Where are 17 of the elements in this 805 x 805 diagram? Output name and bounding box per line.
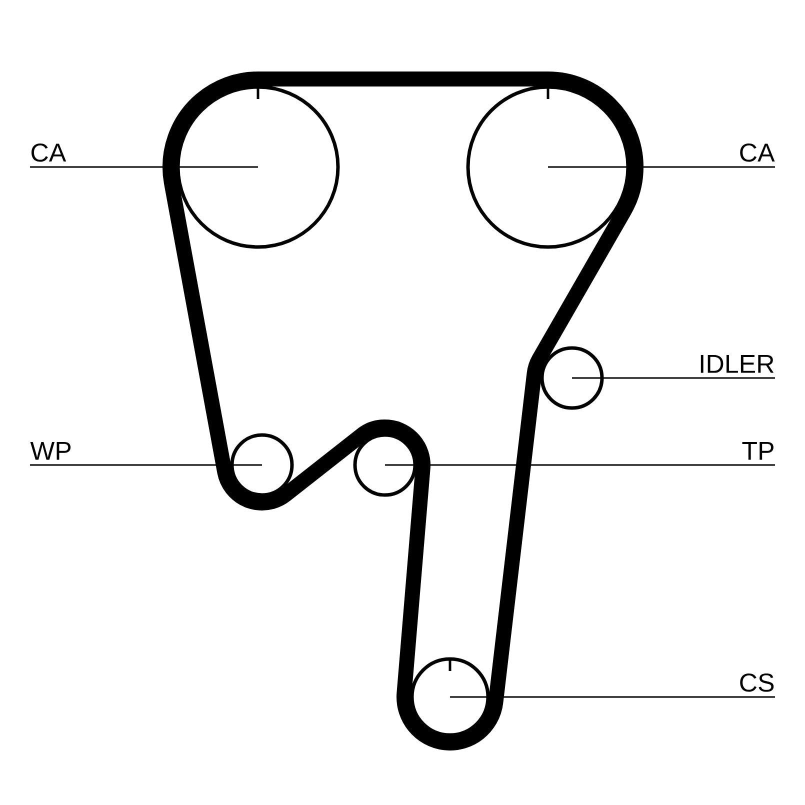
part-label: TP bbox=[742, 442, 774, 460]
pulley bbox=[176, 85, 340, 249]
part-label: CS bbox=[740, 673, 774, 692]
leader-line bbox=[548, 166, 775, 168]
leader-line bbox=[385, 464, 775, 466]
pulley bbox=[410, 657, 490, 737]
part-label: CA bbox=[740, 143, 775, 162]
leader-line bbox=[30, 166, 258, 168]
part-label: IDLER bbox=[700, 354, 774, 373]
part-label: CA bbox=[32, 143, 66, 162]
pulley bbox=[466, 85, 630, 249]
pulley bbox=[230, 433, 294, 497]
pulley bbox=[353, 433, 417, 497]
pulley bbox=[540, 346, 604, 410]
leader-line bbox=[30, 464, 262, 466]
part-label: WP bbox=[30, 442, 71, 460]
leader-line bbox=[572, 377, 775, 379]
